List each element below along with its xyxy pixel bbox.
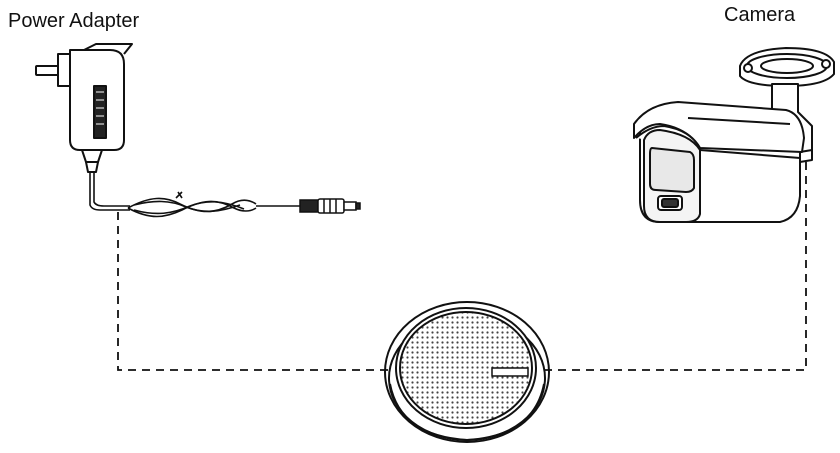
round-speaker-icon bbox=[384, 301, 550, 443]
power-adapter-icon bbox=[35, 43, 133, 173]
dc-connector-icon bbox=[299, 198, 361, 214]
speaker-to-camera-line bbox=[544, 162, 807, 371]
adapter-to-speaker-line bbox=[117, 212, 390, 371]
power-adapter-label: Power Adapter bbox=[8, 10, 140, 32]
dashed-connections bbox=[117, 162, 807, 371]
bullet-camera-icon bbox=[633, 47, 835, 223]
camera-label: Camera bbox=[724, 4, 796, 26]
adapter-cable bbox=[89, 172, 300, 218]
